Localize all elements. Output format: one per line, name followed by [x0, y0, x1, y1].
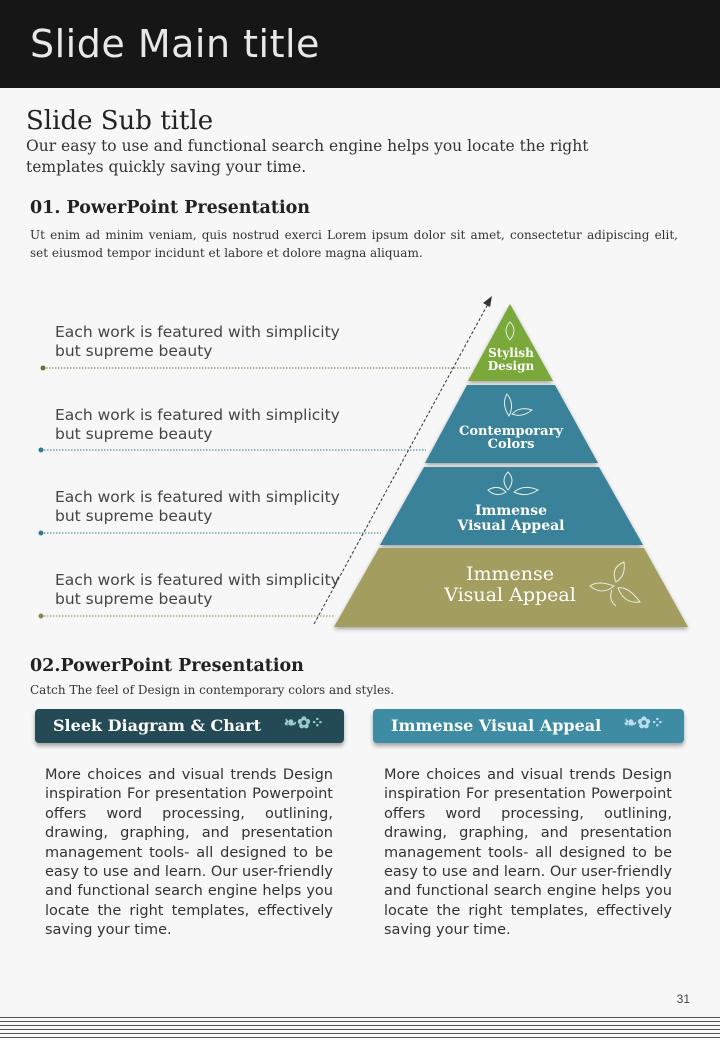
leaf-icon: [503, 393, 534, 417]
section2-body: Catch The feel of Design in contemporary…: [30, 683, 395, 697]
leaf-icon: [505, 321, 515, 341]
tier-1-label: Stylish: [488, 346, 534, 360]
arrow-head-icon: [483, 296, 492, 307]
pyramid-tier-4: [334, 548, 688, 627]
card-title: Sleek Diagram & Chart: [53, 716, 262, 735]
bullet-dot: [38, 447, 44, 453]
bullet-dot: [38, 530, 44, 536]
page-number: 31: [676, 992, 690, 1006]
slide-main-title: Slide Main title: [30, 22, 320, 66]
tier-3-label: Immense: [475, 503, 547, 519]
card-text: More choices and visual trends Design in…: [45, 767, 333, 939]
section2-heading: 02.PowerPoint Presentation: [30, 656, 304, 676]
section1-body: Ut enim ad minim veniam, quis nostrud ex…: [30, 228, 678, 260]
leaf-decoration-icon: ❧✿⁘: [283, 713, 324, 732]
tier-4-label: Visual Appeal: [443, 584, 576, 606]
leaf-icon: [589, 561, 641, 607]
tier-2-label: Contemporary: [459, 424, 563, 439]
tier-2-label: Colors: [488, 437, 535, 452]
section1-heading: 01. PowerPoint Presentation: [30, 198, 310, 218]
card-header-sleek-diagram: Sleek Diagram & Chart ❧✿⁘: [35, 709, 344, 743]
tier-3-label: Visual Appeal: [457, 518, 565, 534]
leaf-icon: [487, 471, 540, 496]
title-bar: Slide Main title: [0, 0, 720, 88]
pyramid-tier-1: [468, 304, 553, 381]
leaf-decoration-icon: ❧✿⁘: [623, 713, 664, 732]
bullet-dot: [40, 365, 46, 371]
card-title: Immense Visual Appeal: [391, 716, 602, 735]
card-text: More choices and visual trends Design in…: [384, 767, 672, 939]
intro-text: Our easy to use and functional search en…: [26, 137, 589, 176]
pyramid-tier-3: [380, 467, 643, 545]
bullet-dot: [38, 613, 44, 619]
tier-1-label: Design: [488, 359, 535, 373]
tier-4-label: Immense: [466, 563, 554, 585]
slide-subtitle: Slide Sub title: [26, 106, 214, 136]
growth-arrow: [313, 301, 490, 625]
pyramid-tier-2: [425, 385, 598, 463]
card-header-immense-visual: Immense Visual Appeal ❧✿⁘: [373, 709, 684, 743]
